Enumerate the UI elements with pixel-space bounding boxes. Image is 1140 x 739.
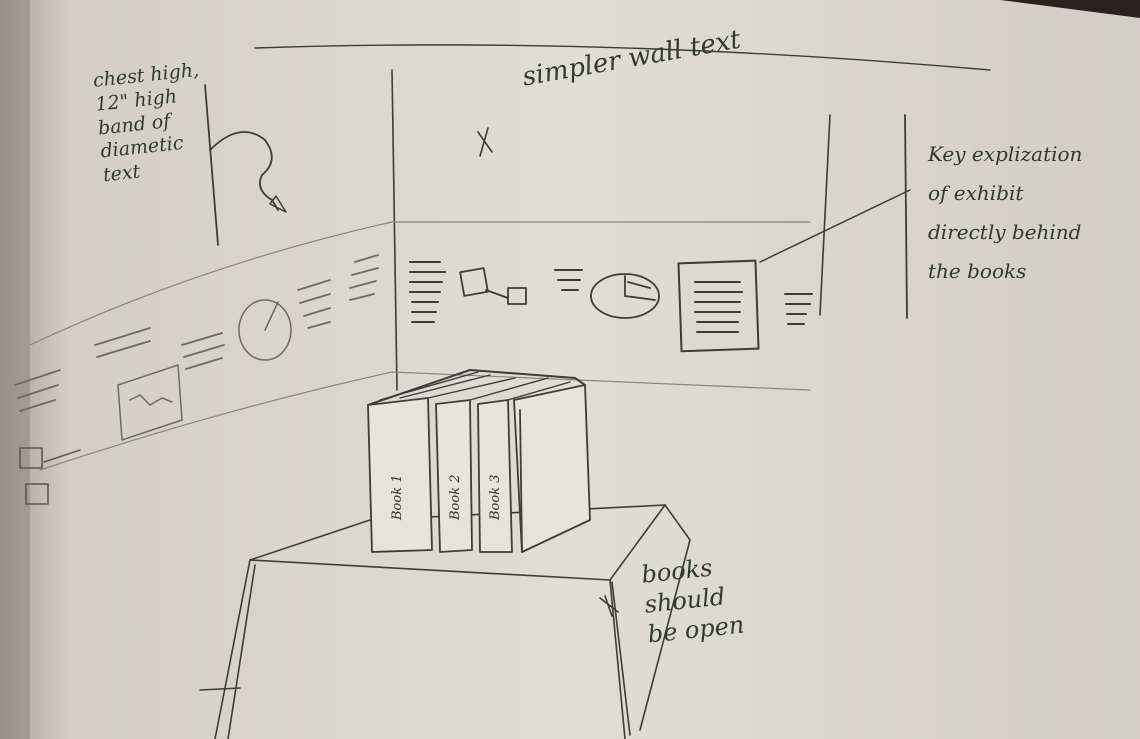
wall-corner-right (819, 114, 831, 316)
table (199, 504, 691, 739)
books-open-note: books should be open (640, 550, 746, 650)
key-note-bracket (904, 114, 908, 319)
ceiling-line (254, 44, 991, 71)
chest-arrow (209, 131, 279, 211)
key-panel (677, 259, 760, 353)
band-flow-diagram-left (19, 447, 81, 505)
book-1 (367, 397, 433, 553)
key-note-line-4: the books (928, 259, 1027, 283)
book-2 (435, 399, 473, 553)
key-pointer (759, 189, 911, 263)
key-note-line-1: Key explization (928, 142, 1083, 166)
band-bottom-right (391, 371, 811, 391)
key-panel-left (117, 364, 183, 441)
band-text-hatches-left (14, 254, 379, 412)
books (367, 369, 591, 553)
x-mark-1 (477, 127, 493, 157)
book-3 (477, 399, 513, 553)
band-text-hatches (409, 261, 813, 325)
band-pie-chart (590, 273, 660, 319)
book-3-spine-label: Book 3 (488, 474, 503, 521)
band-flow-diagram (459, 267, 527, 305)
chest-note-bracket (204, 84, 219, 246)
band-bottom-left (39, 371, 393, 471)
book-1-spine-label: Book 1 (390, 474, 405, 521)
left-edge-shadow (0, 0, 30, 739)
key-note-line-3: directly behind (928, 220, 1082, 244)
book-4 (513, 384, 591, 553)
key-note-line-2: of exhibit (928, 181, 1024, 205)
chest-high-note: chest high, 12" high band of diametic te… (92, 59, 210, 188)
wall-corner-left (391, 69, 398, 391)
band-top-left (29, 221, 393, 346)
book-2-spine-label: Book 2 (448, 474, 463, 521)
key-explanation-note: Key explization of exhibit directly behi… (928, 142, 1082, 298)
band-pie-chart-left (238, 299, 292, 361)
